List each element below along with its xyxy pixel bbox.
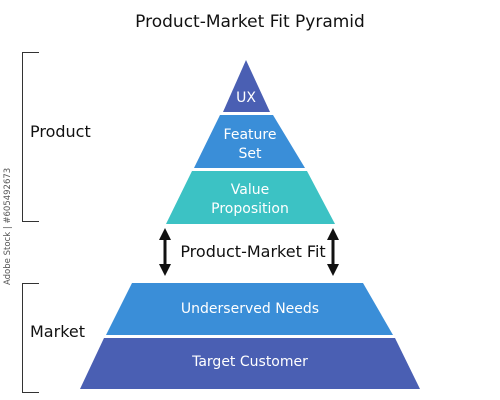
product-market-fit-label: Product-Market Fit xyxy=(180,242,326,261)
layer-shape-ux xyxy=(223,60,270,112)
product-group-label: Product xyxy=(30,122,91,141)
layer-label-feature-set: Feature Set xyxy=(223,127,277,162)
market-bracket xyxy=(22,283,39,393)
market-group-label: Market xyxy=(30,322,85,341)
layer-shape-value-proposition xyxy=(166,171,335,224)
layer-label-value-proposition: Value Proposition xyxy=(211,182,289,217)
layer-shape-target-customer xyxy=(80,338,420,389)
diagram-title: Product-Market Fit Pyramid xyxy=(135,12,365,32)
layer-shape-feature-set xyxy=(194,115,305,168)
layer-label-underserved-needs: Underserved Needs xyxy=(180,301,320,317)
product-bracket xyxy=(22,52,39,222)
layer-label-target-customer: Target Customer xyxy=(192,354,308,370)
layer-label-ux: UX xyxy=(236,90,256,106)
stock-watermark: Adobe Stock | #605492673 xyxy=(3,167,13,285)
layer-shape-underserved-needs xyxy=(106,283,393,335)
